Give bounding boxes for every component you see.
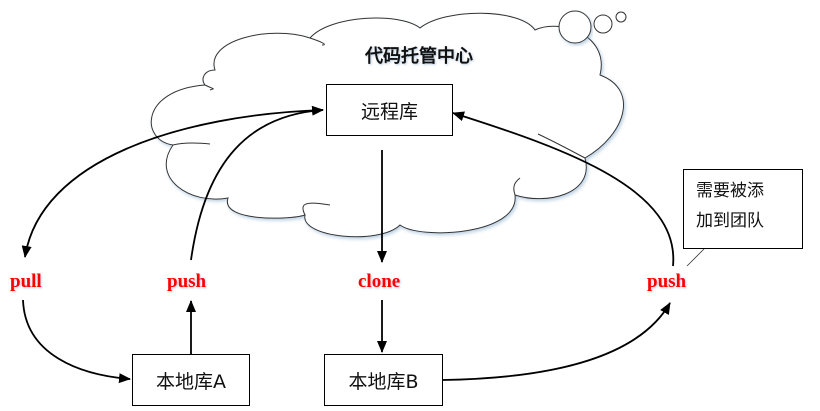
push-a-label: push [167,271,207,292]
thought-bubble-medium [593,14,613,34]
pull-label: pull [10,271,42,292]
team-membership-note: 需要被添 加到团队 [683,169,803,249]
note-line-1: 需要被添 [696,181,764,201]
thought-bubble-small [615,11,627,23]
thought-bubble-large [558,10,592,44]
push-a-arrow-upper [190,105,324,261]
remote-repo-node: 远程库 [326,84,453,136]
pull-arrow-lower [22,299,131,384]
push-b-arrow-lower [442,302,671,381]
note-line-2: 加到团队 [696,211,764,231]
note-connector [686,247,706,267]
clone-label: clone [358,271,401,292]
cloud-title: 代码托管中心 [365,46,473,67]
local-repo-b-node: 本地库B [324,354,443,406]
pull-arrow-upper [21,109,324,258]
local-repo-a-node: 本地库A [132,354,250,406]
push-b-arrow-upper [452,111,675,267]
push-b-label: push [647,271,687,292]
